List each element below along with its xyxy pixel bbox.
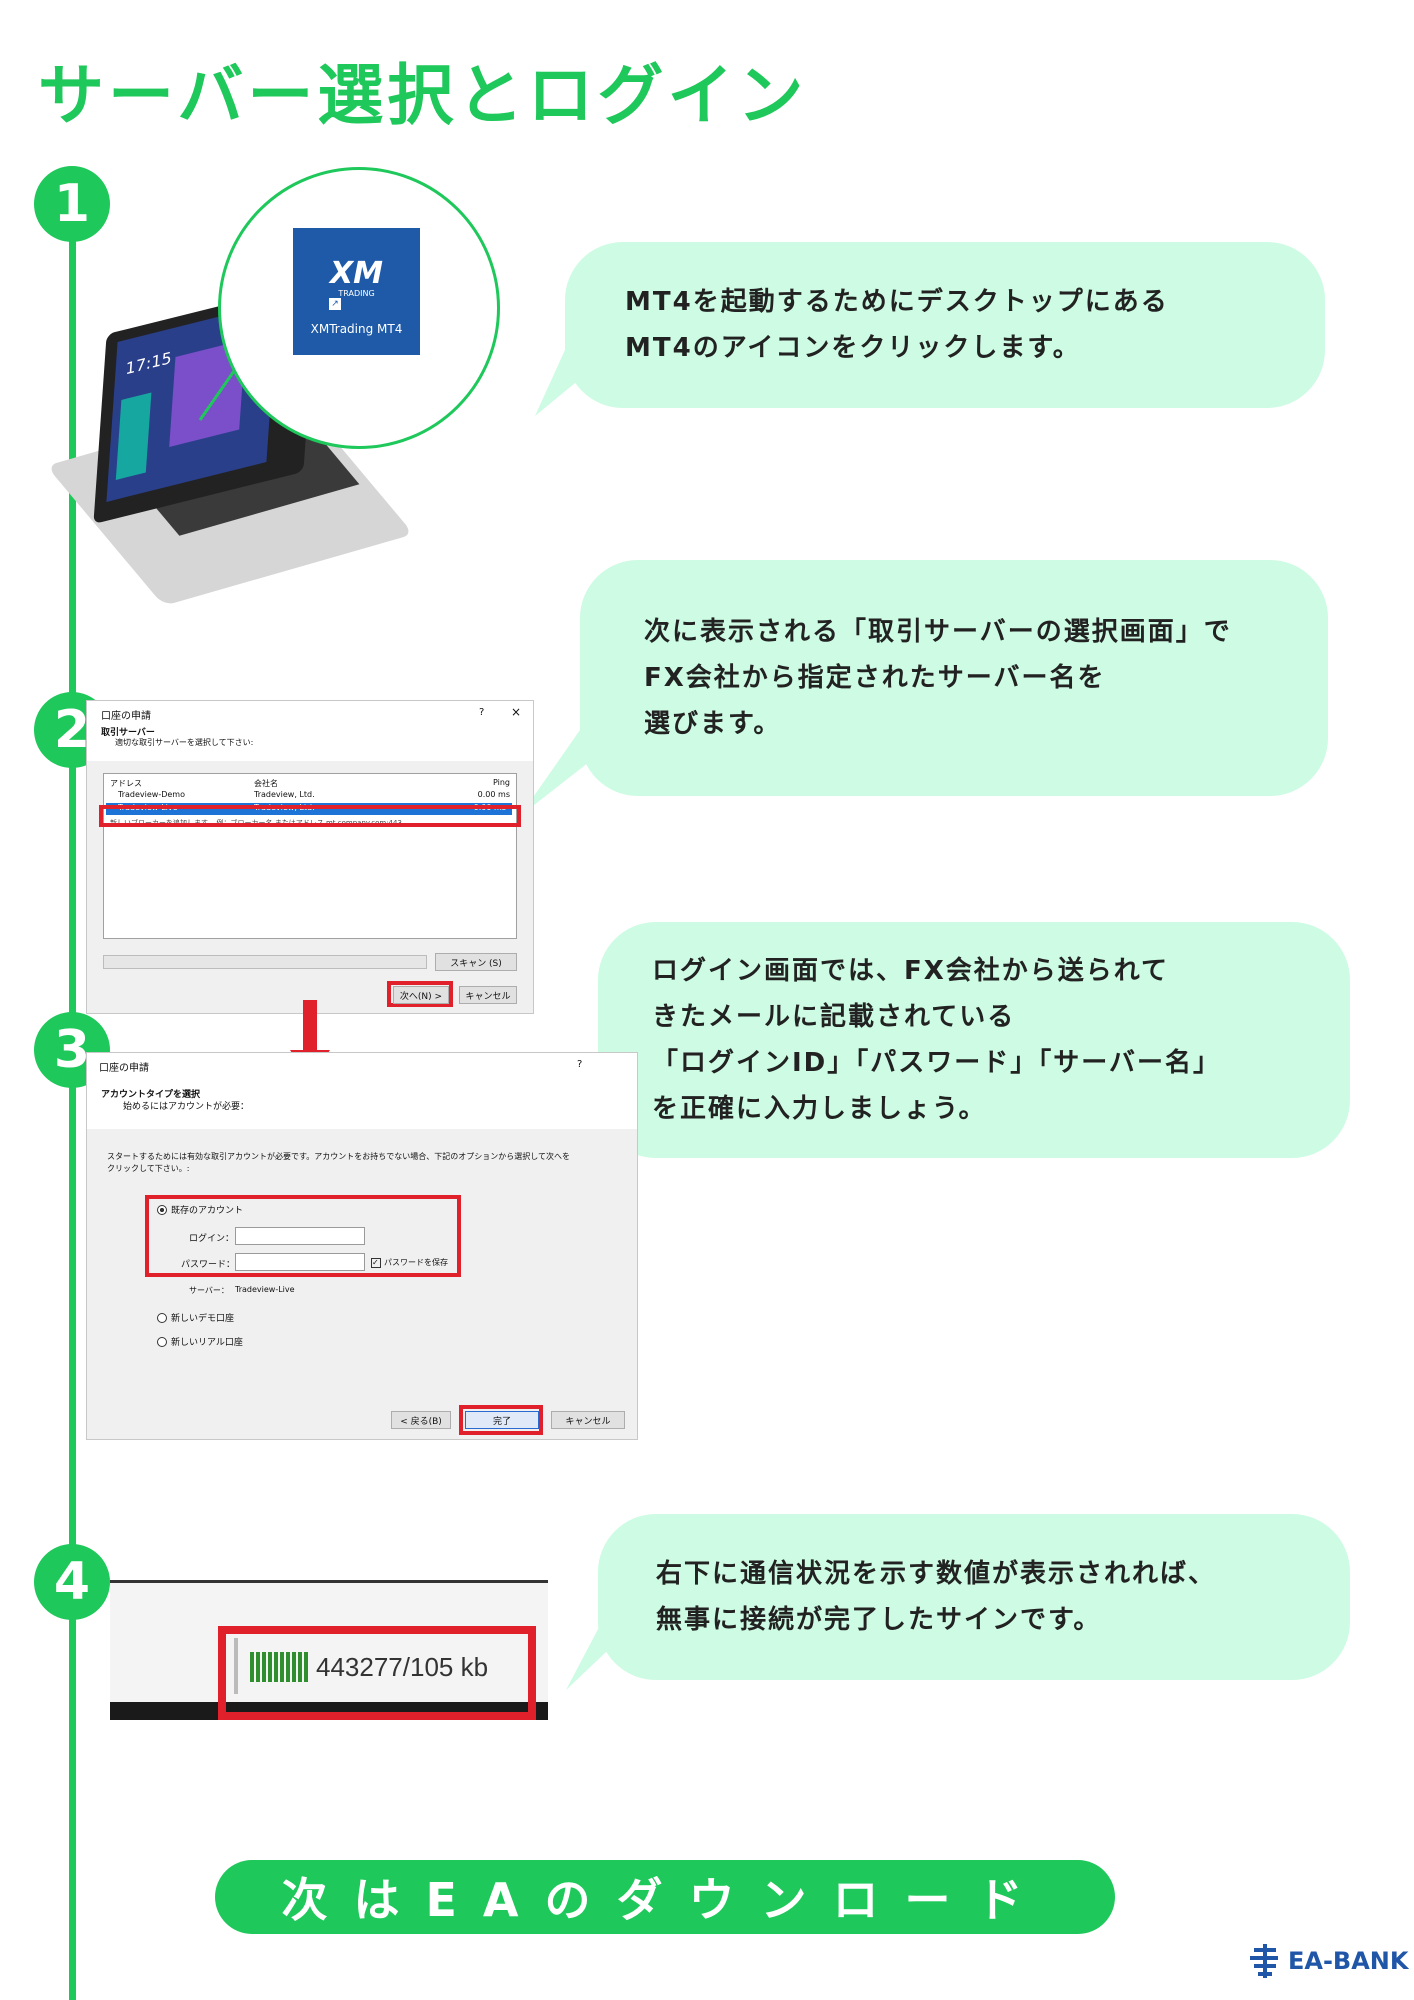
highlight-login-fields: [145, 1195, 461, 1277]
bubble-tail-2: [520, 730, 630, 816]
step-text-2: 次に表示される「取引サーバーの選択画面」で FX会社から指定されたサーバー名を …: [644, 617, 1232, 739]
cancel-button[interactable]: キャンセル: [459, 986, 517, 1004]
highlight-finish-button: [459, 1405, 543, 1435]
scan-button[interactable]: スキャン (S): [435, 953, 517, 971]
next-button[interactable]: 次へ(N) >: [393, 986, 449, 1004]
save-password-checkbox[interactable]: ✓ パスワードを保存: [371, 1257, 448, 1268]
dialog-description: スタートするためには有効な取引アカウントが必要です。アカウントをお持ちでない場合…: [107, 1152, 570, 1173]
password-label: パスワード：: [181, 1260, 236, 1270]
row-address: Tradeview-Demo: [118, 790, 185, 799]
server-list[interactable]: アドレス 会社名 Ping Tradeview-Demo Tradeview, …: [103, 773, 517, 939]
ea-bank-logo-text: EA-BANK: [1288, 1947, 1409, 1975]
laptop-clock: 17:15: [124, 347, 173, 379]
row-company: Tradeview, Ltd.: [254, 790, 315, 799]
login-dialog: 口座の申請 ? アカウントタイプを選択 始めるにはアカウントが必要： スタートす…: [86, 1052, 638, 1440]
speech-bubble-3: ログイン画面では、FX会社から送られて きたメールに記載されている 「ログインI…: [598, 922, 1350, 1158]
checkbox-checked-icon: ✓: [371, 1257, 381, 1268]
dialog-heading: アカウントタイプを選択: [101, 1090, 201, 1100]
dialog-subheading: 適切な取引サーバーを選択して下さい:: [115, 738, 254, 747]
existing-account-radio[interactable]: 既存のアカウント: [157, 1203, 243, 1216]
back-button[interactable]: < 戻る(B): [391, 1411, 451, 1429]
finish-button[interactable]: 完了: [465, 1411, 539, 1429]
server-row-demo[interactable]: Tradeview-Demo Tradeview, Ltd. 0.00 ms: [104, 790, 516, 802]
speech-bubble-1: MT4を起動するためにデスクトップにある MT4のアイコンをクリックします。: [565, 242, 1325, 408]
cancel-button[interactable]: キャンセル: [551, 1411, 625, 1429]
connection-bars-icon: [250, 1652, 308, 1682]
speech-bubble-2: 次に表示される「取引サーバーの選択画面」で FX会社から指定されたサーバー名を …: [580, 560, 1328, 796]
radio-checked-icon: [157, 1204, 167, 1215]
status-bar-screenshot: 443277/105 kb: [110, 1580, 548, 1720]
radio-label: 新しいリアル口座: [171, 1338, 243, 1348]
highlight-next-button: [387, 981, 453, 1007]
server-select-dialog: 口座の申請 ? × 取引サーバー 適切な取引サーバーを選択して下さい: アドレス…: [86, 700, 534, 1014]
next-step-banner[interactable]: 次はEAのダウンロード: [215, 1860, 1115, 1934]
new-real-radio[interactable]: 新しいリアル口座: [157, 1335, 243, 1348]
column-address: アドレス: [110, 779, 142, 788]
column-company: 会社名: [254, 779, 278, 788]
laptop-widget: [115, 392, 152, 480]
status-bar-top-border: [110, 1580, 548, 1583]
server-value: Tradeview-Live: [235, 1285, 295, 1294]
checkbox-label: パスワードを保存: [384, 1258, 448, 1267]
step-text-3: ログイン画面では、FX会社から送られて きたメールに記載されている 「ログインI…: [652, 956, 1221, 1124]
new-demo-radio[interactable]: 新しいデモ口座: [157, 1311, 234, 1324]
page-title: サーバー選択とログイン: [38, 57, 808, 134]
password-input[interactable]: [235, 1253, 365, 1271]
step-text-1: MT4を起動するためにデスクトップにある MT4のアイコンをクリックします。: [625, 287, 1169, 363]
desktop-icon-label: XMTrading MT4: [310, 322, 403, 336]
radio-label: 既存のアカウント: [171, 1206, 244, 1216]
row-ping: 0.00 ms: [477, 790, 510, 799]
xm-logo-text: XM: [330, 256, 383, 291]
highlight-traffic: [218, 1626, 536, 1720]
dialog-body: [87, 1129, 637, 1439]
dialog-title: 口座の申請: [99, 1063, 149, 1074]
dialog-title: 口座の申請: [101, 711, 151, 722]
help-button[interactable]: ?: [479, 707, 485, 718]
radio-icon: [157, 1336, 167, 1347]
radio-label: 新しいデモ口座: [171, 1314, 235, 1324]
dialog-heading: 取引サーバー: [101, 728, 155, 738]
bubble-tail-4: [566, 1614, 646, 1690]
ea-bank-logo: EA-BANK: [1248, 1944, 1408, 1978]
shortcut-arrow-icon: ↗: [329, 298, 341, 310]
radio-icon: [157, 1312, 167, 1323]
progress-bar: [103, 955, 427, 969]
ea-bank-logo-icon: [1250, 1944, 1278, 1978]
xm-trading-icon[interactable]: XM TRADING ↗ XMTrading MT4: [293, 228, 420, 355]
xm-logo-sub: TRADING: [338, 289, 375, 298]
status-divider: [234, 1638, 238, 1694]
speech-bubble-4: 右下に通信状況を示す数値が表示されれば、 無事に接続が完了したサインです。: [598, 1514, 1350, 1680]
login-input[interactable]: [235, 1227, 365, 1245]
step-number-1: 1: [34, 166, 110, 242]
server-label: サーバー：: [189, 1286, 229, 1295]
step-text-4: 右下に通信状況を示す数値が表示されれば、 無事に接続が完了したサインです。: [656, 1559, 1217, 1635]
column-ping: Ping: [492, 778, 510, 787]
close-button[interactable]: ×: [511, 705, 522, 719]
highlight-selected-server: [99, 805, 521, 827]
traffic-value: 443277/105 kb: [316, 1652, 489, 1682]
dialog-subheading: 始めるにはアカウントが必要：: [123, 1102, 250, 1112]
help-button[interactable]: ?: [577, 1059, 583, 1070]
bubble-tail-1: [535, 350, 615, 416]
step-number-4: 4: [34, 1544, 110, 1620]
login-label: ログイン：: [189, 1234, 235, 1244]
